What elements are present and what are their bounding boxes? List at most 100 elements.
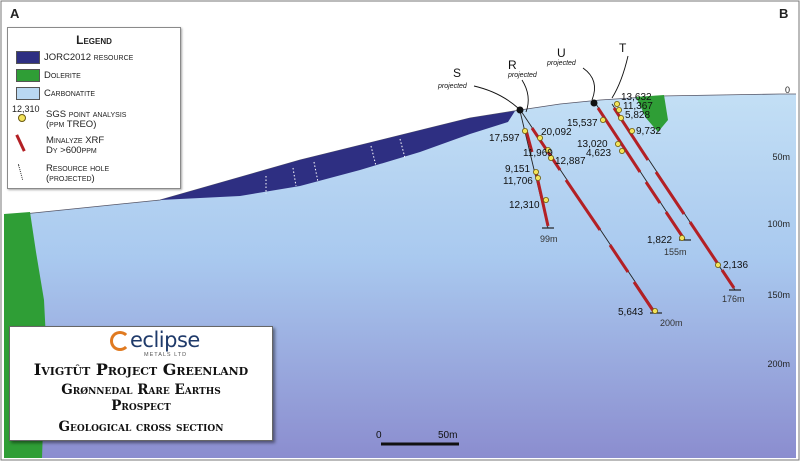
xrf-interval — [564, 179, 602, 231]
resource-holes-projected — [265, 138, 406, 194]
assay-point — [679, 234, 686, 241]
hole-u-note: projected — [546, 60, 577, 67]
hole-t-pointer — [611, 55, 629, 99]
assay-label: 13,632 — [621, 92, 652, 103]
hole-r-pointer — [521, 79, 529, 113]
assay-point — [616, 107, 623, 114]
depth-tick-label: 200m — [767, 359, 790, 369]
legend-hole-sublabel: (projected) — [46, 173, 95, 184]
section-start-label: A — [10, 6, 20, 21]
assay-label: 5,828 — [625, 110, 650, 121]
assay-point — [533, 168, 540, 175]
hole-t-name: T — [619, 41, 627, 55]
hole-s-name: S — [453, 66, 461, 80]
assay-point — [652, 307, 659, 314]
legend-xrf-label: Minalyze XRF — [46, 135, 105, 146]
assay-point — [715, 261, 722, 268]
assay-label: 15,537 — [567, 118, 598, 129]
prospect-title-line1: Grønnedal Rare Earths — [61, 382, 221, 398]
legend-swatch-dolerite — [16, 69, 40, 82]
hole-s-pointer — [473, 85, 519, 109]
assay-label: 9,151 — [505, 164, 530, 175]
logo-subtitle: METALS LTD — [144, 352, 188, 358]
hole-u-pointer — [582, 67, 595, 101]
legend-sgs-value: 12,310 — [12, 104, 40, 114]
eclipse-logo-mark — [110, 331, 130, 351]
xrf-interval — [688, 221, 720, 265]
legend-xrf-sublabel: Dy >600ppm — [46, 145, 97, 156]
scale-bar-start: 0 — [376, 430, 382, 441]
depth-tick-label: 150m — [767, 290, 790, 300]
title-block: eclipse METALS LTD Ivigtût Project Green… — [9, 326, 273, 441]
assay-label: 5,643 — [618, 307, 643, 318]
assay-point — [535, 174, 542, 181]
xrf-interval — [654, 171, 686, 215]
xrf-interval — [524, 129, 534, 153]
hole-u-end-depth: 155m — [664, 247, 687, 257]
hole-r-name: R — [508, 58, 517, 72]
legend-label-jorc: JORC2012 resource — [44, 52, 134, 63]
legend-swatch-carbonatite — [16, 87, 40, 100]
assay-label: 9,732 — [636, 126, 661, 137]
assay-point — [629, 127, 636, 134]
hole-u-name: U — [557, 46, 566, 60]
xrf-interval — [644, 181, 662, 204]
assay-label: 11,706 — [503, 176, 533, 187]
assay-label: 12,310 — [509, 200, 540, 211]
legend-xrf-symbol — [15, 134, 26, 152]
assay-point — [600, 117, 607, 124]
jorc-resource-body — [160, 111, 515, 200]
section-title: Geological cross section — [58, 419, 224, 435]
legend-swatch-jorc — [16, 51, 40, 64]
assay-label: 11,969 — [523, 148, 553, 159]
assay-point — [548, 154, 555, 161]
prospect-title-line2: Prospect — [111, 398, 171, 414]
assay-point — [618, 115, 625, 122]
assay-label: 12,887 — [555, 156, 586, 167]
scale-bar-end: 50m — [438, 430, 457, 441]
legend: Legend JORC2012 resource Dolerite Carbon… — [7, 27, 181, 189]
assay-label: 13,020 — [577, 139, 608, 150]
collar-marker — [516, 106, 524, 114]
scale-bar: 0 50m — [376, 430, 459, 446]
hole-t-end-depth: 176m — [722, 294, 745, 304]
logo-name: eclipse — [130, 328, 200, 352]
hole-s-note: projected — [437, 83, 468, 90]
eclipse-logo: eclipse METALS LTD — [110, 328, 220, 358]
collar-marker — [590, 99, 598, 107]
assay-point — [543, 196, 550, 203]
hole-r-end-depth: 99m — [540, 234, 558, 244]
xrf-interval — [534, 171, 550, 227]
xrf-interval — [632, 281, 656, 313]
depth-tick-label: 50m — [772, 152, 790, 162]
assay-label: 1,822 — [647, 235, 672, 246]
legend-hole-label: Resource hole — [46, 163, 110, 174]
assay-label: 20,092 — [541, 127, 572, 138]
legend-sgs-dot — [18, 114, 26, 122]
assay-label: 4,623 — [586, 148, 611, 159]
assay-point — [619, 147, 626, 154]
depth-tick-label: 100m — [767, 219, 790, 229]
xrf-interval — [720, 269, 736, 289]
legend-label-dolerite: Dolerite — [44, 70, 81, 81]
assay-point — [615, 140, 622, 147]
assay-point — [545, 146, 552, 153]
legend-title: Legend — [76, 33, 112, 47]
resource-hole — [292, 167, 297, 187]
assay-label: 2,136 — [723, 260, 748, 271]
legend-label-carbonatite: Carbonatite — [44, 88, 96, 99]
section-end-label: B — [779, 6, 788, 21]
xrf-interval — [664, 211, 686, 240]
assay-label: 11,367 — [623, 101, 653, 112]
xrf-interval — [608, 244, 630, 273]
sgs-assay-points — [522, 101, 722, 314]
legend-sgs-label: SGS point analysis — [46, 109, 127, 120]
project-title: Ivigtût Project Greenland — [33, 360, 249, 379]
assay-point — [522, 127, 529, 134]
hole-end-depth-200: 200m — [660, 318, 683, 328]
hole-r-note: projected — [507, 72, 538, 79]
dolerite-right — [636, 95, 668, 132]
assay-point — [537, 134, 544, 141]
assay-label: 17,597 — [489, 133, 520, 144]
assay-point — [614, 101, 621, 108]
